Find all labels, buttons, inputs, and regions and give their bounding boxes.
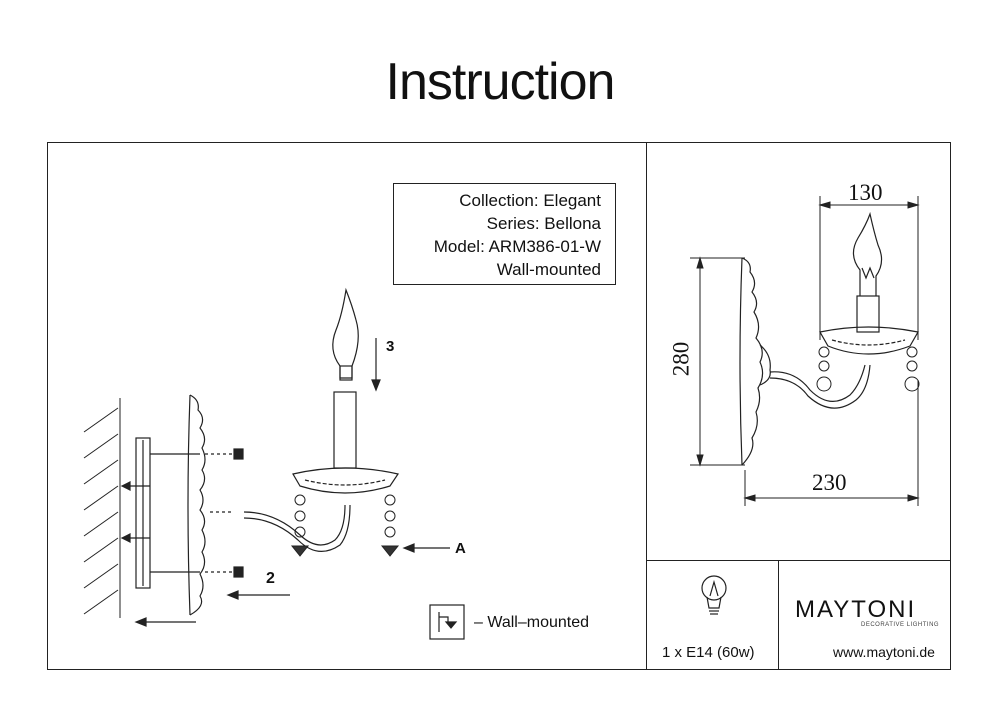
left-crystals <box>290 494 400 557</box>
left-bulb <box>332 287 359 381</box>
panel-divider <box>646 142 647 670</box>
footer-divider <box>646 560 951 561</box>
brand-url: www.maytoni.de <box>833 644 935 660</box>
product-info-box: Collection: Elegant Series: Bellona Mode… <box>393 183 616 285</box>
bulb-icon <box>701 575 727 615</box>
wall-hatch <box>83 398 121 618</box>
model-label: Model: ARM386-01-W <box>433 237 601 256</box>
step-3-label: 3 <box>386 338 395 355</box>
wall-mounted-icon <box>429 604 465 640</box>
mounting-plate <box>135 437 151 589</box>
wall-mounted-legend-text: – Wall–mounted <box>474 614 590 631</box>
backplate <box>187 394 206 616</box>
left-cup <box>292 391 399 494</box>
part-a-label: A <box>455 540 466 557</box>
screws <box>150 448 244 578</box>
step-arrows <box>134 338 450 627</box>
dimension-depth: 230 <box>812 470 847 495</box>
right-cup <box>819 211 919 355</box>
right-arm <box>769 364 871 409</box>
dim-lines <box>690 196 920 506</box>
step-2-label: 2 <box>266 570 275 587</box>
collection-label: Collection: Elegant <box>459 191 601 210</box>
wall-arrows <box>120 481 150 543</box>
brand-logo: MAYTONI <box>795 596 917 623</box>
series-label: Series: Bellona <box>486 214 601 233</box>
right-backplate <box>739 257 771 466</box>
brand-tagline: DECORATIVE LIGHTING <box>861 622 940 628</box>
dimension-width-top: 130 <box>848 180 883 205</box>
instruction-frame <box>47 142 951 670</box>
bulb-spec: 1 x E14 (60w) <box>662 644 755 661</box>
left-arm <box>210 504 351 552</box>
mount-label: Wall-mounted <box>496 260 601 279</box>
right-crystals <box>816 346 920 392</box>
dimension-height: 280 <box>668 341 694 377</box>
footer-divider-vertical <box>778 560 779 670</box>
page-title: Instruction <box>385 53 616 111</box>
